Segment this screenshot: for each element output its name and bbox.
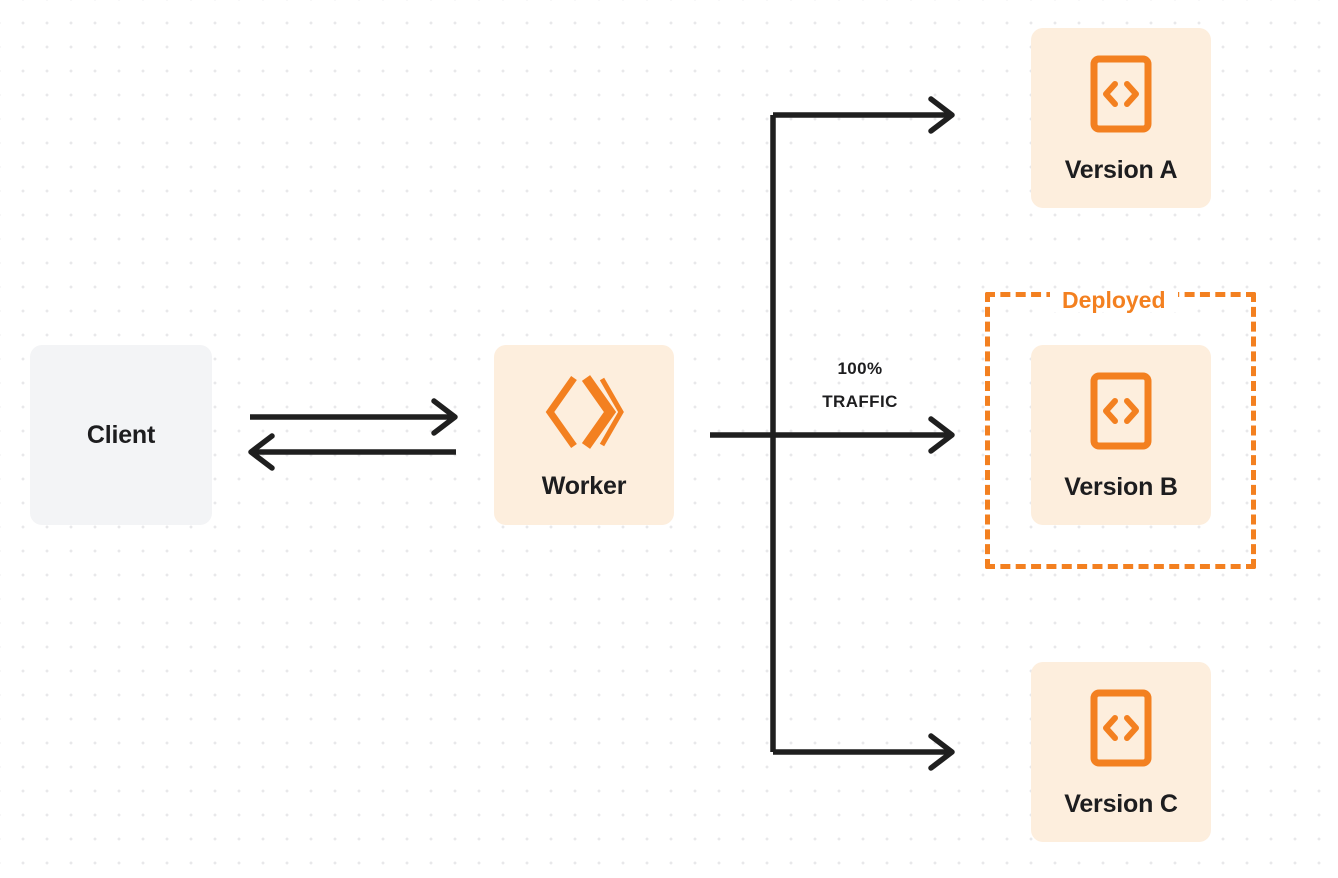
arrowhead-version-c [928, 733, 955, 771]
deployed-group-label: Deployed [1050, 289, 1178, 312]
arrowhead-worker-to-client [248, 433, 275, 471]
node-version-a-label: Version A [1064, 155, 1178, 184]
node-version-c-label: Version C [1064, 789, 1178, 818]
node-version-c[interactable]: Version C [1031, 662, 1211, 842]
code-document-icon [1089, 54, 1153, 134]
node-client-label: Client [86, 420, 156, 449]
cloudflare-workers-icon [541, 372, 627, 452]
node-version-b-label: Version B [1064, 472, 1178, 501]
arrowhead-client-to-worker [431, 398, 458, 436]
node-worker-label: Worker [541, 471, 627, 500]
traffic-percent: 100% [837, 359, 883, 378]
node-version-a[interactable]: Version A [1031, 28, 1211, 208]
node-client[interactable]: Client [30, 345, 212, 525]
node-worker[interactable]: Worker [494, 345, 674, 525]
node-version-b[interactable]: Version B [1031, 345, 1211, 525]
arrowhead-version-b [928, 416, 955, 454]
traffic-unit: TRAFFIC [822, 392, 898, 412]
arrowhead-version-a [928, 96, 955, 134]
traffic-label: 100% TRAFFIC [775, 352, 945, 418]
code-document-icon [1089, 371, 1153, 451]
code-document-icon [1089, 688, 1153, 768]
